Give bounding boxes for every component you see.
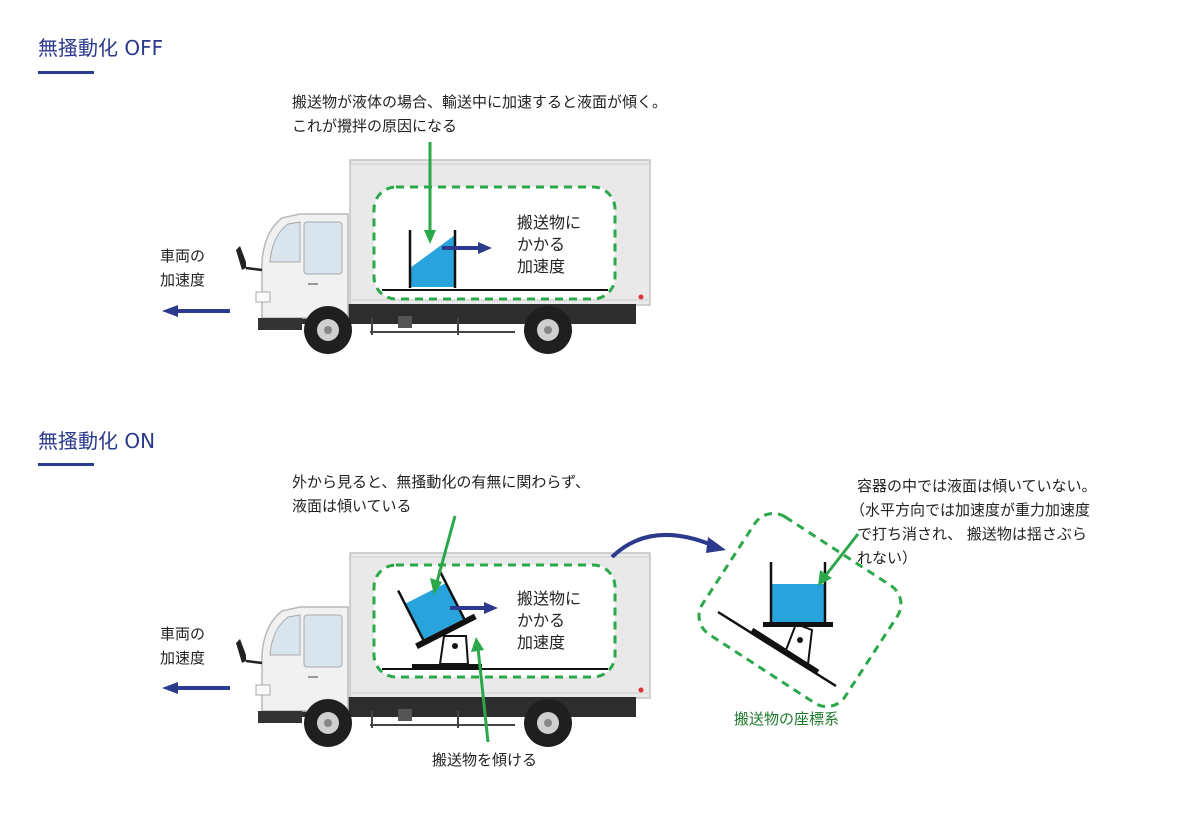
annotation-on-line2: 液面は傾いている: [292, 497, 412, 515]
annotation-pointer-on: [435, 515, 457, 583]
section-title-off: 無搔動化 OFF: [38, 36, 164, 60]
zoom-connector-arrow: [610, 533, 713, 559]
cargo-accel-label-off-line3: 加速度: [517, 257, 566, 276]
section-underline-on: [38, 463, 94, 466]
cargo-accel-label-on-line3: 加速度: [517, 633, 566, 652]
section-underline-off: [38, 71, 94, 74]
section-title-on: 無搔動化 ON: [38, 429, 156, 453]
frame-label: 搬送物の座標系: [734, 710, 840, 728]
note-pointer: [824, 533, 860, 576]
container-note-line3: で打ち消され、 搬送物は揺さぶら: [857, 525, 1087, 543]
vehicle-accel-label-off-line1: 車両の: [160, 247, 206, 265]
tilt-pointer-on: [476, 647, 490, 743]
tilt-base-on: [412, 664, 482, 670]
vehicle-accel-label-off-line2: 加速度: [160, 271, 206, 289]
annotation-on-line1: 外から見ると、無搔動化の有無に関わらず、: [292, 473, 591, 491]
annotation-off-line1: 搬送物が液体の場合、輸送中に加速すると液面が傾く。: [292, 93, 668, 111]
tilted-container-on: [397, 569, 477, 650]
container-note-line4: れない）: [857, 549, 918, 567]
vehicle-accel-label-on-line1: 車両の: [160, 625, 206, 643]
cargo-accel-label-off-line1: 搬送物に: [517, 213, 582, 232]
cargo-accel-label-off-line2: かかる: [517, 235, 566, 254]
tilt-stand-on: [438, 635, 470, 665]
cargo-accel-label-on-line1: 搬送物に: [517, 589, 582, 608]
cargo-accel-arrowhead-off: [478, 242, 492, 254]
tilt-cargo-label: 搬送物を傾ける: [432, 751, 538, 769]
vehicle-accel-label-on-line2: 加速度: [160, 649, 206, 667]
container-note-line1: 容器の中では液面は傾いていない。: [857, 477, 1097, 495]
cargo-accel-label-on-line2: かかる: [517, 611, 566, 630]
container-note-line2: （水平方向では加速度が重力加速度: [850, 501, 1091, 519]
cargo-frame-on: [372, 563, 617, 679]
annotation-off-line2: これが攪拌の原因になる: [292, 117, 458, 135]
liquid-level-frame: [771, 584, 825, 622]
